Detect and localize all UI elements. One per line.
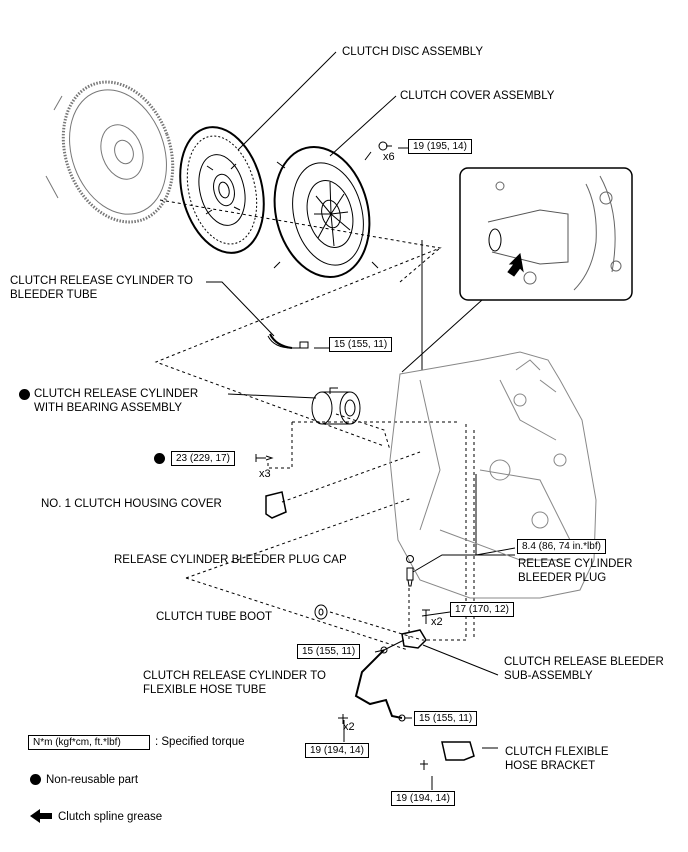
torque-hose-tube-lower: 15 (155, 11): [414, 711, 478, 726]
legend-torque-box: N*m (kgf*cm, ft.*lbf): [28, 735, 150, 750]
torque-bleeder-tube: 15 (155, 11): [329, 337, 393, 352]
torque-cover-bolts: 19 (195, 14): [408, 139, 472, 154]
torque-bracket-bolt: 19 (194, 14): [391, 791, 455, 806]
bullet-dot-icon: [19, 389, 30, 400]
transaxle: [389, 351, 597, 599]
clutch-cover: [273, 146, 379, 278]
alignment-lines: [154, 199, 475, 651]
flywheel: [45, 80, 175, 224]
housing-cover: [265, 491, 287, 519]
qty-cover-bolts: x6: [383, 151, 395, 163]
label-hose-tube-line2: FLEXIBLE HOSE TUBE: [143, 684, 267, 696]
label-plug-cap: RELEASE CYLINDER BLEEDER PLUG CAP: [114, 554, 347, 566]
cover-bolt: [378, 141, 392, 151]
plug-cap: [406, 555, 414, 563]
label-clutch-disc: CLUTCH DISC ASSEMBLY: [342, 46, 484, 58]
bleeder-tube: [267, 333, 309, 349]
tube-boot: [314, 604, 328, 620]
arrow-left-icon: [30, 809, 52, 823]
label-bleeder-tube-line1: CLUTCH RELEASE CYLINDER TO: [10, 275, 193, 287]
label-release-cylinder-line2: WITH BEARING ASSEMBLY: [34, 402, 183, 414]
release-cylinder-bolt: [255, 454, 274, 462]
legend-torque-text: : Specified torque: [155, 736, 245, 748]
legend-nonreusable: Non-reusable part: [46, 774, 139, 786]
label-release-cylinder-line1: CLUTCH RELEASE CYLINDER: [34, 388, 199, 400]
torque-release-cylinder-bolts: 23 (229, 17): [171, 451, 235, 466]
inset-grease-arrow: [507, 252, 524, 277]
label-bleeder-plug-line2: BLEEDER PLUG: [518, 572, 607, 584]
inset-view: [459, 167, 633, 301]
label-tube-boot: CLUTCH TUBE BOOT: [156, 611, 273, 623]
leader-lines: [206, 51, 516, 790]
label-hose-tube-line1: CLUTCH RELEASE CYLINDER TO: [143, 670, 326, 682]
label-bleeder-sub-line1: CLUTCH RELEASE BLEEDER: [504, 656, 664, 668]
flexible-hose-tube: [354, 639, 406, 722]
label-bleeder-tube-line2: BLEEDER TUBE: [10, 289, 98, 301]
bleeder-plug: [406, 567, 414, 587]
release-cylinder: [311, 387, 361, 425]
bleeder-sub-bolt: [422, 609, 430, 624]
label-bleeder-sub-line2: SUB-ASSEMBLY: [504, 670, 593, 682]
bleeder-sub-assembly: [401, 629, 427, 649]
qty-hose-bolt: x2: [343, 721, 355, 733]
legend-grease: Clutch spline grease: [58, 811, 163, 823]
label-housing-cover: NO. 1 CLUTCH HOUSING COVER: [41, 498, 222, 510]
label-hose-bracket-line2: HOSE BRACKET: [505, 760, 596, 772]
torque-bleeder-plug: 8.4 (86, 74 in.*lbf): [517, 539, 606, 554]
hose-bolt: [338, 714, 348, 724]
torque-hose-tube-upper: 15 (155, 11): [297, 644, 361, 659]
clutch-disc: [179, 126, 265, 254]
label-hose-bracket-line1: CLUTCH FLEXIBLE: [505, 746, 609, 758]
torque-bleeder-sub-bolts: 17 (170, 12): [450, 602, 514, 617]
label-bleeder-plug-line1: RELEASE CYLINDER: [518, 558, 633, 570]
hose-bracket: [441, 741, 475, 761]
bullet-dot-icon: [154, 453, 165, 464]
label-clutch-cover: CLUTCH COVER ASSEMBLY: [400, 90, 555, 102]
qty-bleeder-sub-bolts: x2: [431, 616, 443, 628]
bracket-bolt: [420, 760, 428, 770]
bullet-dot-icon: [30, 774, 41, 785]
torque-hose-bolt: 19 (194, 14): [305, 743, 369, 758]
qty-release-cylinder-bolts: x3: [259, 468, 271, 480]
